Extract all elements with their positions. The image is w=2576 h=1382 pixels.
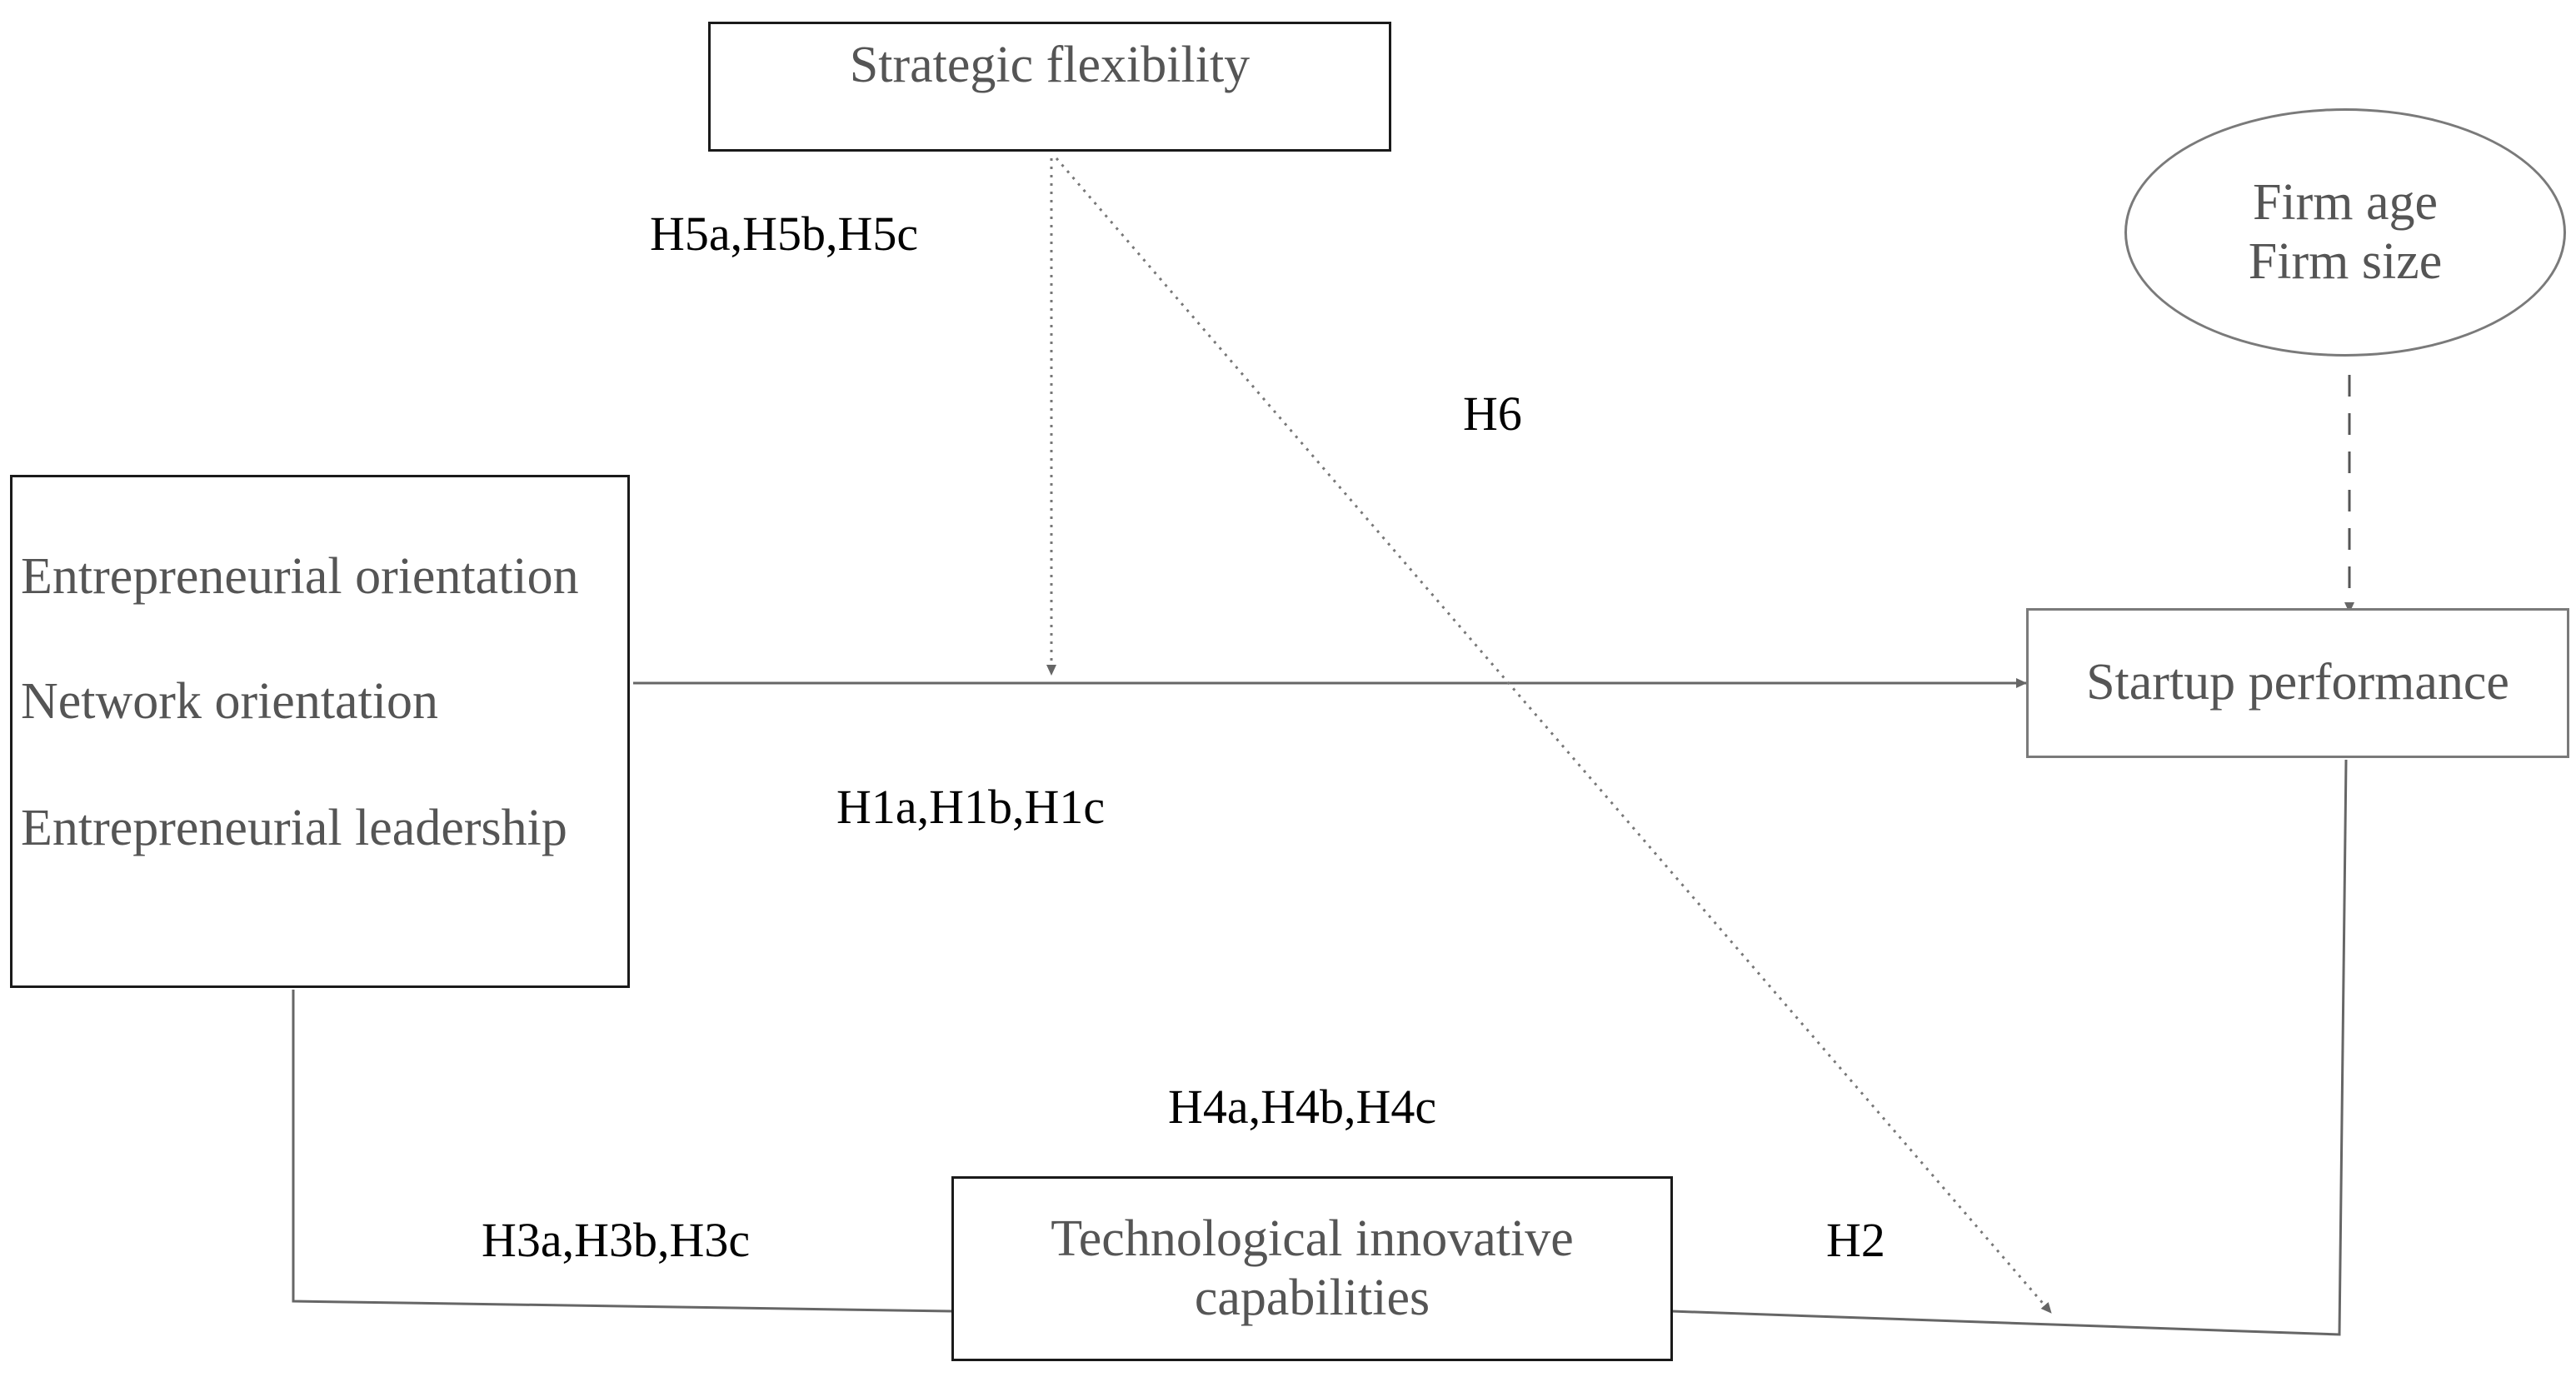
tech-innovative-label-line1: Technological innovative — [1051, 1210, 1574, 1267]
firm-size-label: Firm size — [2248, 233, 2443, 290]
entrepreneurial-orientation-label: Entrepreneurial orientation — [21, 548, 579, 605]
independent-variables-box: Entrepreneurial orientation Network orie… — [10, 475, 630, 988]
strategic-flexibility-label: Strategic flexibility — [849, 37, 1251, 93]
path-independent-to-tech — [292, 990, 952, 1313]
hypothesis-h3-label: H3a,H3b,H3c — [482, 1213, 751, 1267]
arrow-moderation-h6 — [1055, 157, 2053, 1314]
startup-performance-box: Startup performance — [2026, 608, 2569, 758]
tech-innovative-capabilities-box: Technological innovative capabilities — [951, 1176, 1673, 1361]
path-tech-to-performance — [1670, 759, 2348, 1336]
firm-controls-ellipse: Firm age Firm size — [2124, 108, 2566, 357]
tech-innovative-label-line2: capabilities — [1194, 1270, 1430, 1326]
hypothesis-h6-label: H6 — [1463, 387, 1522, 441]
hypothesis-h4-label: H4a,H4b,H4c — [1168, 1080, 1437, 1134]
strategic-flexibility-box: Strategic flexibility — [708, 22, 1391, 152]
network-orientation-label: Network orientation — [21, 673, 439, 730]
hypothesis-h1-label: H1a,H1b,H1c — [836, 780, 1106, 834]
firm-age-label: Firm age — [2252, 173, 2439, 231]
hypothesis-h5-label: H5a,H5b,H5c — [650, 207, 919, 261]
entrepreneurial-leadership-label: Entrepreneurial leadership — [21, 800, 567, 856]
hypothesis-h2-label: H2 — [1826, 1213, 1885, 1267]
startup-performance-label: Startup performance — [2086, 654, 2509, 711]
